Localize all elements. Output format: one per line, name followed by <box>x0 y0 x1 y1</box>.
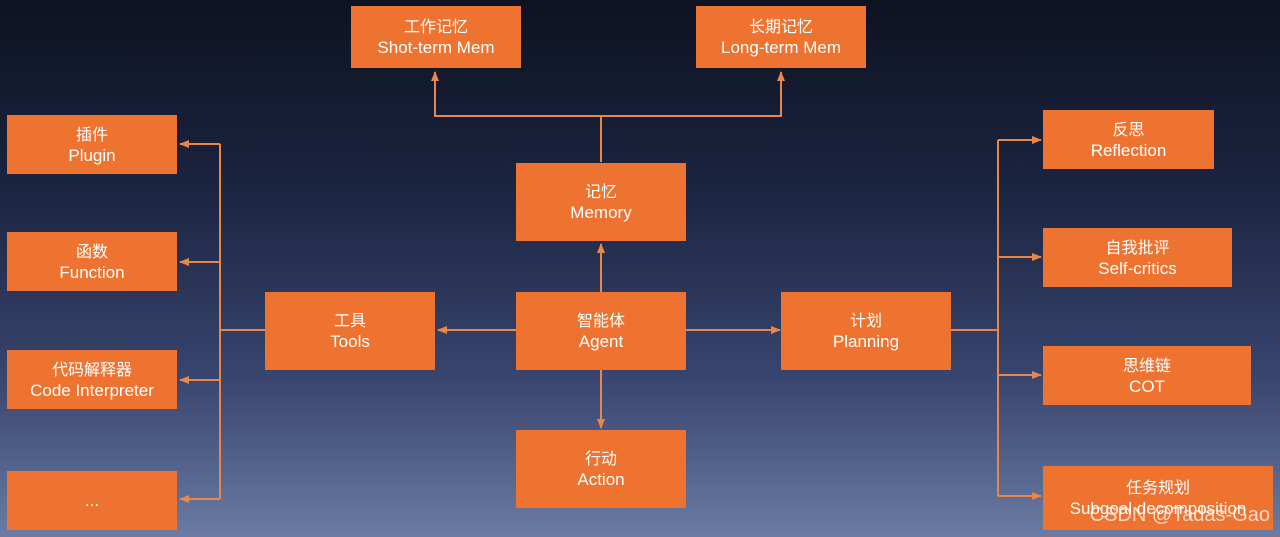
subgoal-node: 任务规划 Subgoal decomposition <box>1043 466 1273 530</box>
plugin-zh: 插件 <box>75 124 108 144</box>
short-term-memory-node: 工作记忆 Shot-term Mem <box>351 6 521 68</box>
cot-zh: 思维链 <box>1122 355 1171 375</box>
agent-en: Agent <box>578 332 624 351</box>
memory-branch-line <box>431 71 602 162</box>
subgoal-en: Subgoal decomposition <box>1069 499 1247 518</box>
memory-en: Memory <box>570 203 632 222</box>
long-term-memory-en: Long-term Mem <box>721 38 841 57</box>
function-node: 函数 Function <box>7 232 177 291</box>
function-zh: 函数 <box>75 241 108 261</box>
reflection-node: 反思 Reflection <box>1043 110 1214 169</box>
self-critics-zh: 自我批评 <box>1105 237 1170 257</box>
more-tools-label: ... <box>84 491 100 510</box>
code-interpreter-zh: 代码解释器 <box>51 359 132 379</box>
watermark: CSDN @Tadas-Gao <box>1089 504 1270 526</box>
subgoal-zh: 任务规划 <box>1125 478 1190 497</box>
plugin-node: 插件 Plugin <box>7 115 177 174</box>
reflection-en: Reflection <box>1090 140 1167 160</box>
planning-en: Planning <box>832 332 900 351</box>
long-term-memory-node: 长期记忆 Long-term Mem <box>696 6 866 68</box>
agent-zh: 智能体 <box>576 311 625 330</box>
tools-en: Tools <box>330 332 370 351</box>
tools-zh: 工具 <box>333 311 366 330</box>
action-zh: 行动 <box>584 449 617 468</box>
cot-node: 思维链 COT <box>1043 346 1251 405</box>
action-en: Action <box>577 470 625 489</box>
self-critics-en: Self-critics <box>1098 258 1177 278</box>
memory-to-long-term-arrow <box>601 71 785 117</box>
more-tools-node: ... <box>7 471 177 530</box>
memory-zh: 记忆 <box>584 182 617 201</box>
code-interpreter-en: Code Interpreter <box>30 380 154 400</box>
planning-node: 计划 Planning <box>781 292 951 370</box>
self-critics-node: 自我批评 Self-critics <box>1043 228 1232 287</box>
memory-node: 记忆 Memory <box>516 163 686 241</box>
planning-zh: 计划 <box>849 311 882 330</box>
short-term-memory-zh: 工作记忆 <box>403 17 468 36</box>
short-term-memory-en: Shot-term Mem <box>377 38 495 57</box>
cot-en: COT <box>1129 376 1165 396</box>
function-en: Function <box>59 262 125 282</box>
reflection-zh: 反思 <box>1112 119 1145 139</box>
long-term-memory-zh: 长期记忆 <box>748 17 813 36</box>
code-interpreter-node: 代码解释器 Code Interpreter <box>7 350 177 409</box>
tools-node: 工具 Tools <box>265 292 435 370</box>
plugin-en: Plugin <box>68 145 116 165</box>
agent-node: 智能体 Agent <box>516 292 686 370</box>
action-node: 行动 Action <box>516 430 686 508</box>
